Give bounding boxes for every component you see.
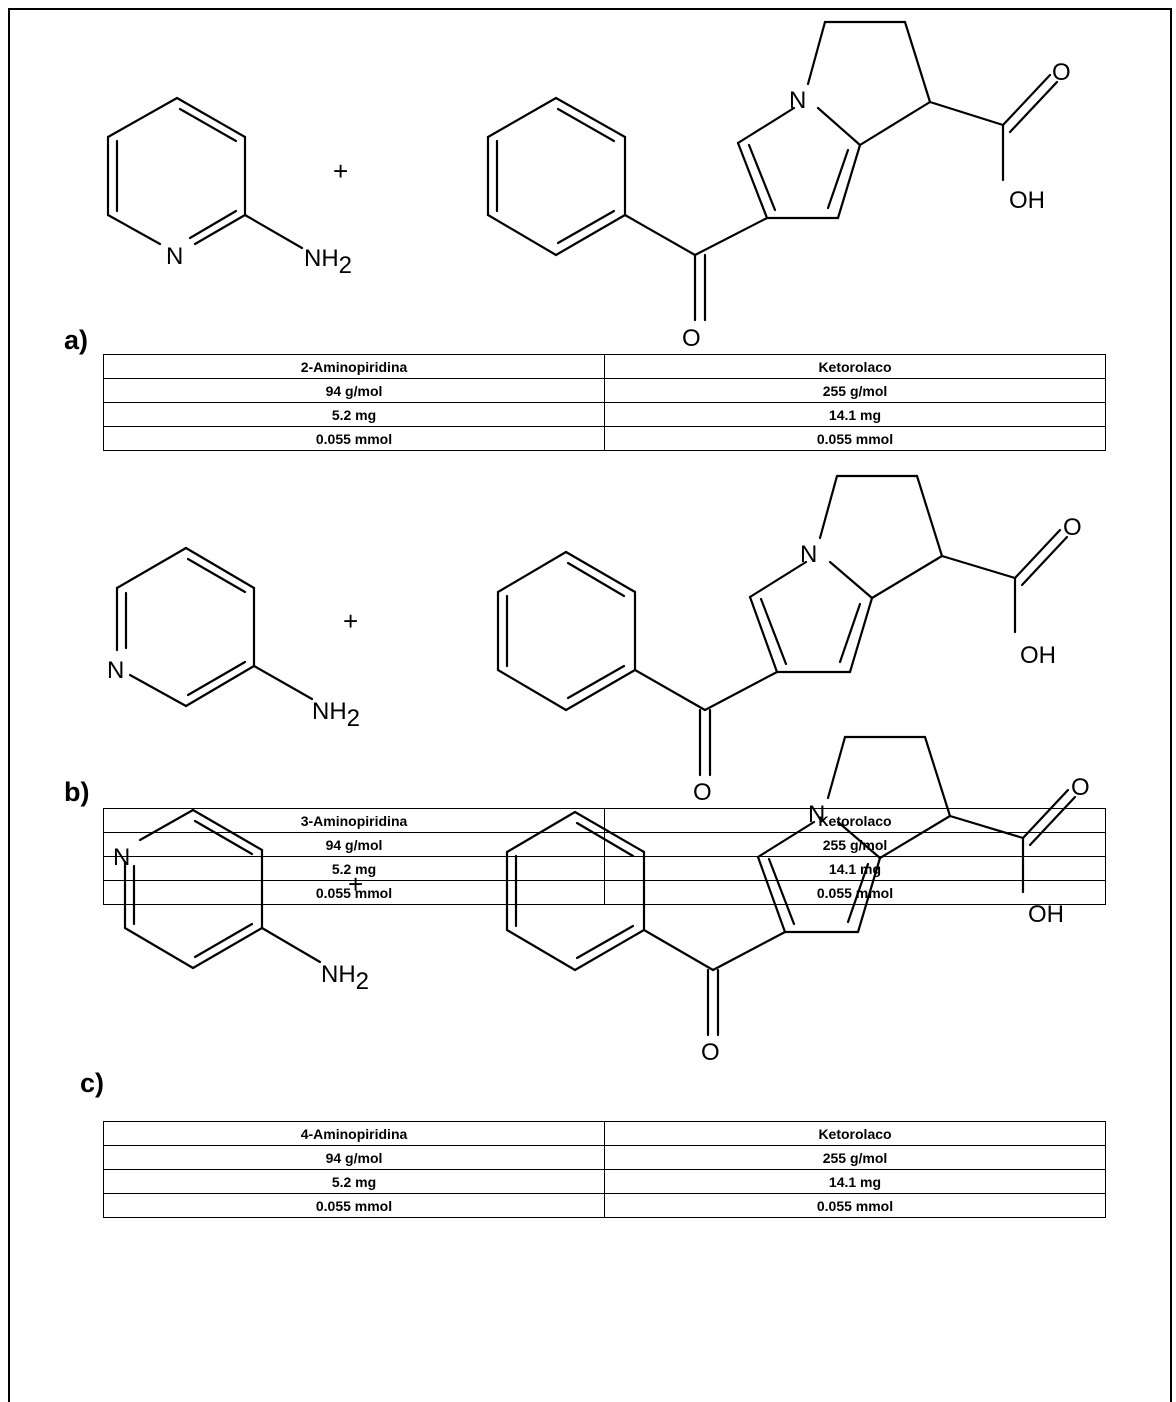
panel-a-plus-sign: + — [333, 156, 348, 186]
panel-a-reactant-2-aminopyridine: N NH2 — [106, 96, 352, 279]
panel-a-acid-o: O — [1052, 59, 1071, 86]
panel-b-acid-o: O — [1063, 514, 1082, 541]
panel-b-carbonyl-o: O — [693, 779, 712, 806]
table-row: 4-Aminopiridina Ketorolaco — [103, 1121, 1106, 1146]
table-cell: 94 g/mol — [103, 378, 605, 403]
table-row: 3-Aminopiridina Ketorolaco — [103, 808, 1106, 833]
table-row: 94 g/mol 255 g/mol — [103, 832, 1106, 857]
panel-b-product-ketorolac: N O O OH — [496, 474, 1082, 806]
table-row: 5.2 mg 14.1 mg — [103, 856, 1106, 881]
table-cell: 94 g/mol — [103, 832, 605, 857]
table-row: 0.055 mmol 0.055 mmol — [103, 880, 1106, 905]
table-cell: 0.055 mmol — [103, 426, 605, 451]
table-cell: 255 g/mol — [604, 1145, 1106, 1170]
panel-a-table: 2-Aminopiridina Ketorolaco 94 g/mol 255 … — [103, 354, 1106, 451]
table-cell: 5.2 mg — [103, 402, 605, 427]
table-cell: 255 g/mol — [604, 832, 1106, 857]
table-cell: 14.1 mg — [604, 1169, 1106, 1194]
panel-a-carbonyl-o: O — [682, 325, 701, 352]
table-header-cell: 2-Aminopiridina — [103, 354, 605, 379]
table-cell: 14.1 mg — [604, 402, 1106, 427]
table-row: 94 g/mol 255 g/mol — [103, 1145, 1106, 1170]
table-header-cell: Ketorolaco — [604, 354, 1106, 379]
panel-a-amine-label: NH2 — [304, 245, 352, 279]
table-cell: 94 g/mol — [103, 1145, 605, 1170]
panel-c-amine-label: NH2 — [321, 961, 369, 995]
table-cell: 255 g/mol — [604, 378, 1106, 403]
panel-c-table: 4-Aminopiridina Ketorolaco 94 g/mol 255 … — [103, 1121, 1106, 1218]
panel-b-plus-sign: + — [343, 606, 358, 636]
panel-b-acid-oh: OH — [1020, 642, 1056, 669]
panel-b-label: b) — [64, 777, 90, 807]
page-frame — [8, 8, 1172, 1402]
table-row: 2-Aminopiridina Ketorolaco — [103, 354, 1106, 379]
table-header-cell: Ketorolaco — [604, 808, 1106, 833]
table-row: 0.055 mmol 0.055 mmol — [103, 1193, 1106, 1218]
table-header-cell: 3-Aminopiridina — [103, 808, 605, 833]
table-row: 94 g/mol 255 g/mol — [103, 378, 1106, 403]
table-cell: 5.2 mg — [103, 856, 605, 881]
table-cell: 0.055 mmol — [604, 426, 1106, 451]
panel-c-acid-oh: OH — [1028, 901, 1064, 928]
table-cell: 0.055 mmol — [604, 1193, 1106, 1218]
table-header-cell: 4-Aminopiridina — [103, 1121, 605, 1146]
panel-b-reactant-3-aminopyridine: N NH2 — [107, 546, 360, 732]
panel-a-label: a) — [64, 325, 89, 355]
panel-b-ring-n: N — [107, 657, 124, 684]
table-cell: 0.055 mmol — [103, 1193, 605, 1218]
table-cell: 5.2 mg — [103, 1169, 605, 1194]
panel-a-product-ring-n: N — [789, 87, 806, 114]
panel-b-product-ring-n: N — [800, 541, 817, 568]
table-row: 0.055 mmol 0.055 mmol — [103, 426, 1106, 451]
table-row: 5.2 mg 14.1 mg — [103, 1169, 1106, 1194]
panel-a-product-ketorolac: N O O OH — [486, 20, 1071, 352]
table-header-cell: Ketorolaco — [604, 1121, 1106, 1146]
table-cell: 14.1 mg — [604, 856, 1106, 881]
panel-c-label: c) — [80, 1068, 105, 1098]
table-row: 5.2 mg 14.1 mg — [103, 402, 1106, 427]
panel-b-amine-label: NH2 — [312, 698, 360, 732]
panel-c-carbonyl-o: O — [701, 1039, 720, 1066]
panel-a-acid-oh: OH — [1009, 187, 1045, 214]
panel-c-acid-o: O — [1071, 774, 1090, 801]
panel-a-ring-n: N — [166, 243, 183, 270]
panel-b-table: 3-Aminopiridina Ketorolaco 94 g/mol 255 … — [103, 808, 1106, 905]
table-cell: 0.055 mmol — [604, 880, 1106, 905]
table-cell: 0.055 mmol — [103, 880, 605, 905]
